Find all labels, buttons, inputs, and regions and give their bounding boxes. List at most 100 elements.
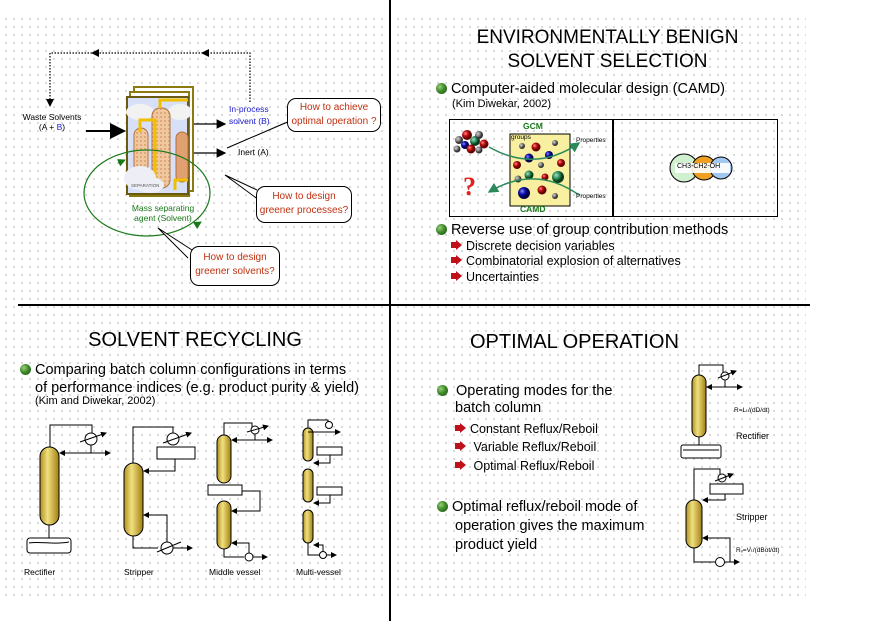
optimal-operation-title: OPTIMAL OPERATION	[470, 331, 679, 353]
red-arrow-bullet-icon	[451, 240, 462, 250]
recycle-dotted-line	[49, 52, 251, 103]
solvent-recycling-title: SOLVENT RECYCLING	[88, 329, 302, 351]
sub-item-optimal: Optimal Reflux/Reboil	[455, 459, 595, 475]
rectifier-reflux-equation: R=Lₜ/(dD/dt)	[734, 407, 770, 414]
bullet-operating-modes: Operating modes for the batch column	[437, 383, 612, 417]
red-arrow-bullet-icon	[455, 441, 466, 451]
callout-greener-processes: How to design greener processes?	[256, 186, 352, 223]
reverse-arrow	[487, 178, 580, 196]
sub-item-text: Variable Reflux/Reboil	[470, 440, 597, 454]
camd-figure-art	[453, 130, 733, 207]
forward-arrow	[488, 142, 581, 161]
title-line2: SOLVENT SELECTION	[507, 51, 708, 72]
callout-2-line2: greener processes?	[259, 205, 349, 216]
middle-vessel-config	[207, 422, 273, 562]
callout-1-line1: How to achieve	[299, 102, 369, 113]
config-label-middle-vessel: Middle vessel	[209, 567, 261, 577]
bullet-operating-modes-line2: batch column	[455, 400, 542, 416]
bullet-reverse-gcm-text: Reverse use of group contribution method…	[451, 222, 729, 238]
rectifier-config	[26, 424, 111, 554]
properties-bottom-label: Properties	[576, 193, 606, 200]
citation-kim-and-diwekar: (Kim and Diwekar, 2002)	[35, 395, 156, 407]
horizontal-divider	[18, 304, 810, 306]
bullet-comparing: Comparing batch column configurations in…	[20, 361, 359, 397]
config-label-stripper: Stripper	[124, 567, 154, 577]
citation-kim-diwekar: (Kim Diwekar, 2002)	[452, 98, 552, 110]
waste-mix-prefix: (A +	[38, 122, 57, 132]
red-arrow-bullet-icon	[451, 255, 462, 265]
bullet-comparing-line1: Comparing batch column configurations in…	[35, 362, 347, 378]
msa-label: Mass separating agent (Solvent)	[128, 203, 198, 223]
green-bullet-icon	[436, 83, 447, 94]
solvent-selection-title: ENVIRONMENTALLY BENIGN SOLVENT SELECTION	[440, 26, 775, 74]
msa-line1: Mass separating	[131, 203, 195, 213]
question-mark: ?	[463, 172, 476, 201]
red-arrow-bullet-icon	[451, 271, 462, 281]
green-bullet-icon	[436, 224, 447, 235]
green-bullet-icon	[437, 501, 448, 512]
title-line1: ENVIRONMENTALLY BENIGN	[476, 27, 739, 48]
waste-solvents-text: Waste Solvents	[22, 112, 82, 122]
stripper-mode	[685, 468, 744, 567]
camd-figure	[449, 119, 778, 217]
bullet-camd: Computer-aided molecular design (CAMD)	[436, 80, 725, 98]
vertical-divider	[389, 0, 391, 621]
bullet-camd-text: Computer-aided molecular design (CAMD)	[451, 81, 725, 97]
properties-top-label: Properties	[576, 137, 606, 144]
molecule-icon	[453, 130, 489, 154]
callout-3-line2: greener solvents?	[195, 266, 275, 277]
bullet-optimal-mode-line1: Optimal reflux/reboil mode of	[452, 499, 638, 515]
config-label-multi-vessel: Multi-vessel	[296, 567, 341, 577]
callout-1-line2: optimal operation ?	[291, 116, 377, 127]
solvent-loop-arrow-2	[192, 221, 202, 230]
callout-2-line1: How to design	[272, 191, 336, 202]
green-bullet-icon	[20, 364, 31, 375]
callout-tail-1	[226, 120, 291, 149]
camd-label: CAMD	[520, 204, 546, 214]
callout-tail-2	[224, 174, 260, 201]
waste-mix-suffix: )	[62, 122, 66, 132]
column-configurations-diagram	[26, 419, 343, 562]
sub-item-text: Constant Reflux/Reboil	[470, 422, 598, 436]
waste-mix-b: B	[56, 122, 63, 132]
sub-item-variable: Variable Reflux/Reboil	[455, 440, 597, 456]
separation-plant-icon	[124, 86, 194, 197]
recycle-diagram: SEPARATION	[46, 49, 291, 259]
bullet-reverse-gcm: Reverse use of group contribution method…	[436, 221, 728, 239]
groups-spheres	[513, 140, 565, 199]
callout-optimal-operation: How to achieve optimal operation ?	[287, 98, 381, 132]
solvent-loop	[83, 149, 211, 237]
callout-greener-solvents: How to design greener solvents?	[190, 246, 280, 286]
bullet-optimal-mode-line2: operation gives the maximum	[455, 518, 645, 534]
sub-item-text: Uncertainties	[466, 270, 539, 284]
callout-3-line1: How to design	[203, 252, 267, 263]
gcm-label: GCM	[523, 121, 543, 131]
sub-item-discrete: Discrete decision variables	[451, 239, 615, 255]
in-process-line1: In-process	[229, 104, 269, 114]
rectifier-label: Rectifier	[736, 431, 770, 441]
sub-item-constant: Constant Reflux/Reboil	[455, 422, 598, 438]
callout-tail-3	[157, 227, 193, 259]
green-bullet-icon	[437, 385, 448, 396]
ethanol-groups-icon	[669, 153, 733, 183]
ethanol-formula: CH3-CH2-OH	[677, 163, 721, 170]
plant-caption: SEPARATION	[131, 183, 159, 188]
camd-figure-divider	[612, 119, 614, 217]
bullet-comparing-line2: of performance indices (e.g. product pur…	[35, 380, 359, 396]
config-label-rectifier: Rectifier	[24, 567, 56, 577]
sub-item-text: Discrete decision variables	[466, 239, 615, 253]
multi-vessel-config	[302, 419, 343, 559]
bullet-optimal-mode: Optimal reflux/reboil mode of operation …	[437, 498, 644, 555]
sub-item-text: Optimal Reflux/Reboil	[470, 459, 595, 473]
rectifier-mode	[680, 364, 743, 459]
solvent-loop-arrow-1	[116, 159, 126, 167]
waste-solvents-label: Waste Solvents (A + B)	[22, 112, 82, 132]
operation-modes-diagram	[680, 364, 744, 567]
stripper-config	[123, 426, 196, 555]
red-arrow-bullet-icon	[455, 460, 466, 470]
in-process-line2: solvent (B)	[229, 116, 270, 126]
in-process-solvent-label: In-process solvent (B)	[229, 103, 270, 127]
sub-item-text: Combinatorial explosion of alternatives	[466, 254, 681, 268]
bullet-optimal-mode-line3: product yield	[455, 537, 538, 553]
stripper-reboil-equation: Rᵥ=Vₜ/(dBot/dt)	[736, 547, 780, 554]
